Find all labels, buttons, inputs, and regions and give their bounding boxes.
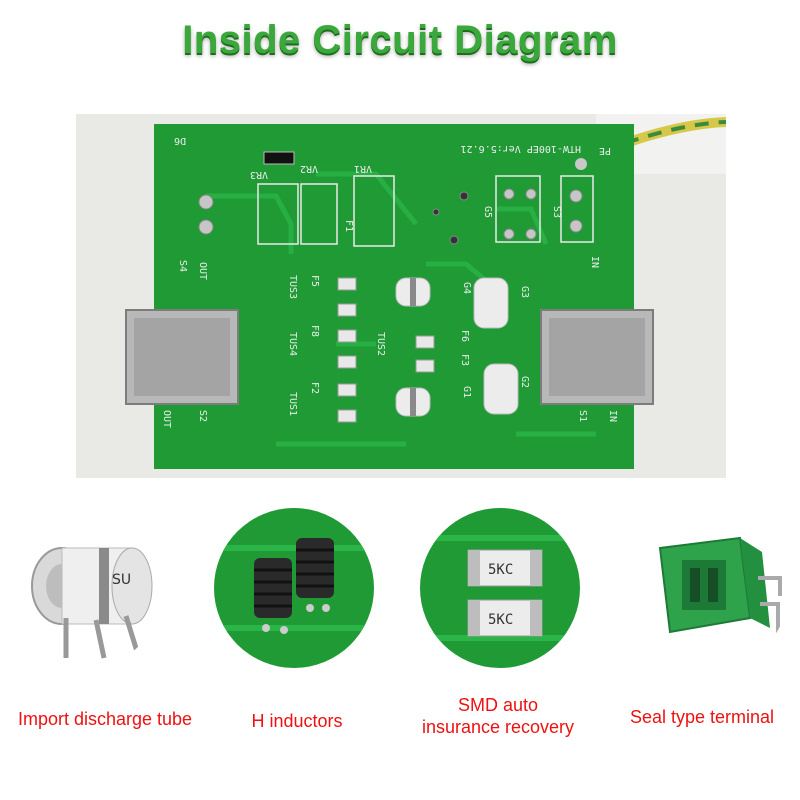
label-s3: S3	[551, 206, 562, 218]
label-tus3: TUS3	[287, 275, 298, 299]
discharge-tube-photo: SU	[4, 508, 164, 668]
inductor-icon	[214, 508, 374, 668]
rj45-jacks	[125, 309, 654, 405]
smd-fuse-text-2: 5KC	[488, 612, 513, 628]
label-vr3: VR3	[250, 169, 268, 180]
inductor-photo	[214, 508, 374, 668]
discharge-tube-icon: SU	[4, 508, 164, 668]
smd-fuse-icon: 5KC 5KC	[420, 508, 580, 668]
label-out-bottom: OUT	[161, 410, 172, 428]
label-f6: F6	[459, 330, 470, 342]
gdt-tubes	[395, 277, 519, 417]
label-tus2: TUS2	[375, 332, 386, 356]
page-title: Inside Circuit Diagram	[182, 18, 618, 62]
label-g4: G4	[461, 282, 472, 294]
smd-fuse-row	[337, 277, 435, 423]
smd-fuse-photo: 5KC 5KC	[420, 508, 580, 668]
label-out-top: OUT	[197, 262, 208, 280]
feature-thumbnails: SU 5KC 5KC	[0, 498, 800, 737]
label-s1: S1	[577, 410, 588, 422]
label-tus4: TUS4	[287, 332, 298, 356]
label-g2: G2	[519, 376, 530, 388]
caption-terminal: Seal type terminal	[629, 707, 775, 727]
label-f2: F2	[309, 382, 320, 394]
smd-fuse-text-1: 5KC	[488, 562, 513, 578]
label-s2: S2	[197, 410, 208, 422]
label-s4: S4	[177, 260, 188, 272]
terminal-block-icon	[630, 508, 790, 668]
label-f5-f4: F5	[309, 275, 320, 287]
label-d6: D6	[174, 135, 186, 146]
version-label: HTW-100EP Ver:5.6.21	[461, 143, 581, 154]
label-g5: G5	[482, 206, 493, 218]
label-f8: F8	[309, 325, 320, 337]
caption-discharge-tube: Import discharge tube	[17, 709, 193, 729]
label-g3: G3	[519, 286, 530, 298]
svg-text:SU: SU	[112, 572, 131, 588]
label-pe: PE	[599, 145, 611, 156]
label-f3: F3	[459, 354, 470, 366]
caption-inductors: H inductors	[251, 711, 343, 731]
caption-smd-fuse: SMD auto insurance recovery	[421, 695, 575, 737]
label-vr2: VR2	[300, 163, 318, 174]
label-tus1: TUS1	[287, 392, 298, 416]
circuit-board-photo: HTW-100EP Ver:5.6.21 D6 PE VR1 VR2 VR3 F…	[76, 114, 726, 478]
label-in-bottom: IN	[607, 410, 618, 422]
terminal-block-photo	[630, 508, 790, 668]
label-vr1: VR1	[354, 163, 372, 174]
label-f1: F1	[343, 220, 354, 232]
label-in-top: IN	[589, 256, 600, 268]
label-g1: G1	[461, 386, 472, 398]
